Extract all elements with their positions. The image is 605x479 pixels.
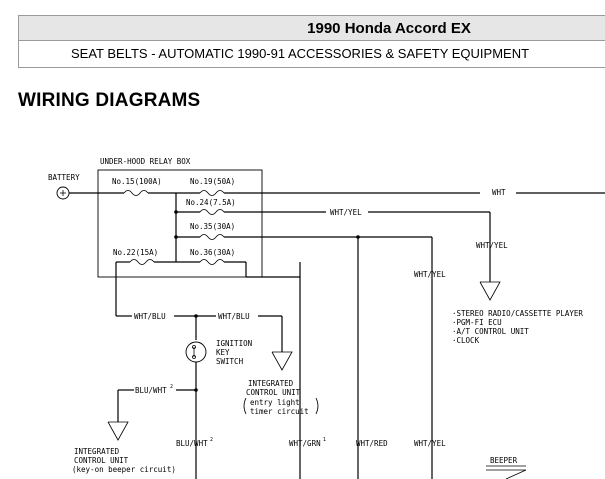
icu-key-label-2: CONTROL UNIT bbox=[74, 456, 129, 465]
icu-entry-label-3: entry light bbox=[250, 398, 300, 407]
wire-label-wht-yel-bottom: WHT/YEL bbox=[414, 439, 446, 448]
wire-label-wht-red: WHT/RED bbox=[356, 439, 388, 448]
wire-label-wht-top: WHT bbox=[492, 188, 506, 197]
icu-entry-label-1: INTEGRATED bbox=[248, 379, 294, 388]
superscript-1: 1 bbox=[323, 437, 326, 443]
fuse-35 bbox=[199, 234, 225, 240]
stereo-list-3: ·A/T CONTROL UNIT bbox=[452, 327, 529, 336]
wire-label-blu-wht-1: BLU/WHT bbox=[135, 386, 167, 395]
fuse-36-label: No.36(30A) bbox=[190, 248, 235, 257]
fuse-35-label: No.35(30A) bbox=[190, 222, 235, 231]
battery-label: BATTERY bbox=[48, 173, 80, 182]
wire-label-wht-yel-left: WHT/YEL bbox=[414, 270, 446, 279]
icu-entry-label-2: CONTROL UNIT bbox=[246, 388, 301, 397]
wire-label-wht-blu-1: WHT/BLU bbox=[134, 312, 166, 321]
wire-label-wht-grn: WHT/GRN bbox=[289, 439, 321, 448]
fuse-24-label: No.24(7.5A) bbox=[186, 198, 236, 207]
header-table: 1990 Honda Accord EX SEAT BELTS - AUTOMA… bbox=[18, 15, 605, 68]
icu-entry-arrow bbox=[271, 351, 293, 371]
wire-label-blu-wht-2: BLU/WHT bbox=[176, 439, 208, 448]
stereo-list-4: ·CLOCK bbox=[452, 336, 480, 345]
wire-label-wht-yel-right: WHT/YEL bbox=[476, 241, 508, 250]
wire-label-wht-blu-2: WHT/BLU bbox=[218, 312, 250, 321]
icu-key-arrow bbox=[107, 421, 129, 441]
fuse-15-label: No.15(100A) bbox=[112, 177, 162, 186]
section-heading: WIRING DIAGRAMS bbox=[18, 90, 201, 111]
stereo-list-1: ·STEREO RADIO/CASSETTE PLAYER bbox=[452, 309, 583, 318]
fuse-22-label: No.22(15A) bbox=[113, 248, 158, 257]
icu-entry-label-4: timer circuit bbox=[250, 407, 309, 416]
fuse-36 bbox=[199, 259, 225, 265]
beeper-symbol bbox=[486, 469, 527, 479]
page-title: 1990 Honda Accord EX bbox=[19, 16, 605, 41]
fuse-22 bbox=[129, 259, 155, 265]
fuse-15 bbox=[123, 190, 149, 196]
ignition-label-1: IGNITION bbox=[216, 339, 252, 348]
fuse-24 bbox=[199, 209, 225, 215]
stereo-list-2: ·PGM-FI ECU bbox=[452, 318, 502, 327]
wire-label-wht-yel-mid: WHT/YEL bbox=[330, 208, 362, 217]
beeper-label: BEEPER bbox=[490, 456, 518, 465]
stereo-ground-arrow bbox=[479, 281, 501, 301]
ignition-label-2: KEY bbox=[216, 348, 230, 357]
fuse-19 bbox=[199, 190, 225, 196]
superscript-2a: 2 bbox=[170, 384, 173, 390]
relay-box bbox=[97, 169, 263, 278]
superscript-2b: 2 bbox=[210, 437, 213, 443]
page-subtitle: SEAT BELTS - AUTOMATIC 1990-91 ACCESSORI… bbox=[71, 46, 530, 61]
relay-box-label: UNDER-HOOD RELAY BOX bbox=[100, 157, 191, 166]
ignition-switch-symbol bbox=[185, 341, 207, 363]
icu-key-label-1: INTEGRATED bbox=[74, 447, 120, 456]
fuse-19-label: No.19(50A) bbox=[190, 177, 235, 186]
ignition-label-3: SWITCH bbox=[216, 357, 244, 366]
icu-key-label-3: (key-on beeper circuit) bbox=[72, 465, 176, 474]
